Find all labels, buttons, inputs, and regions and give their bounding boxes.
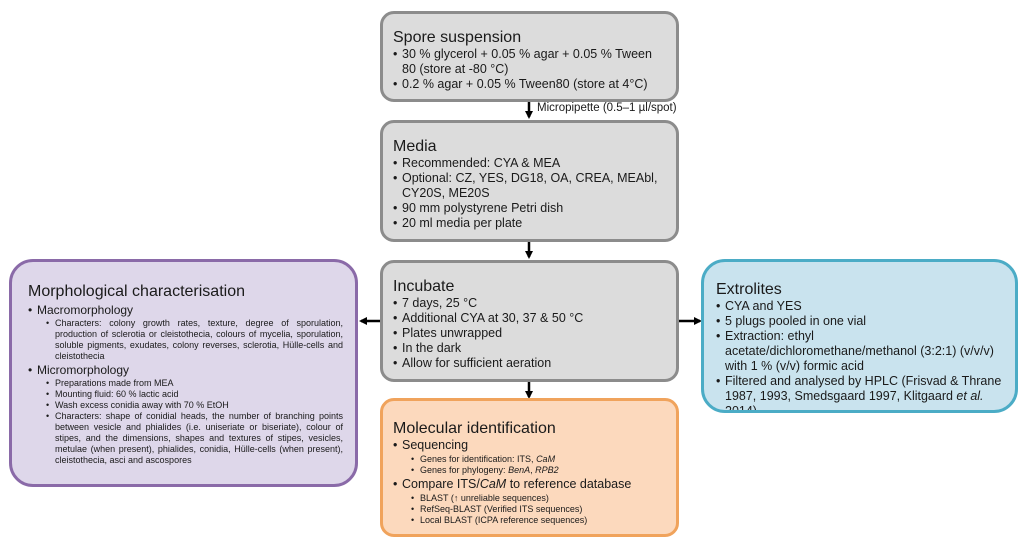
- list-item: Compare ITS/CaM to reference database BL…: [393, 477, 667, 526]
- micromorphology-label: Micromorphology: [37, 363, 130, 377]
- box-title: Spore suspension: [393, 29, 522, 46]
- extrolites-box: Extrolites CYA and YES5 plugs pooled in …: [701, 259, 1018, 413]
- list-item: Micromorphology Preparations made from M…: [28, 363, 343, 466]
- morph-list: Macromorphology Characters: colony growt…: [28, 303, 343, 466]
- box-title: Extrolites: [716, 281, 782, 298]
- sequencing-label: Sequencing: [402, 438, 469, 452]
- box-title: Molecular identification: [393, 420, 556, 437]
- list-item: Recommended: CYA & MEA: [393, 156, 667, 171]
- list-item: Additional CYA at 30, 37 & 50 °C: [393, 311, 667, 326]
- list-item: 5 plugs pooled in one vial: [716, 314, 1005, 329]
- box-title: Incubate: [393, 278, 455, 295]
- list-item: Genes for phylogeny: BenA, RPB2: [402, 465, 667, 476]
- micro-sublist: Preparations made from MEAMounting fluid…: [37, 378, 343, 466]
- list-item: 7 days, 25 °C: [393, 296, 667, 311]
- list-item: 90 mm polystyrene Petri dish: [393, 201, 667, 216]
- list-item: RefSeq-BLAST (Verified ITS sequences): [402, 504, 667, 515]
- list-item: Genes for identification: ITS, CaM: [402, 454, 667, 465]
- list-item: Characters: colony growth rates, texture…: [37, 318, 343, 362]
- list-item: Characters: shape of conidial heads, the…: [37, 411, 343, 466]
- list-item: Plates unwrapped: [393, 326, 667, 341]
- list-item: Wash excess conidia away with 70 % EtOH: [37, 400, 343, 411]
- list-item: Optional: CZ, YES, DG18, OA, CREA, MEAbl…: [393, 171, 667, 201]
- box-title: Media: [393, 138, 437, 155]
- macro-sublist: Characters: colony growth rates, texture…: [37, 318, 343, 362]
- list-item: 30 % glycerol + 0.05 % agar + 0.05 % Twe…: [393, 47, 667, 77]
- list-item: Allow for sufficient aeration: [393, 356, 667, 371]
- list-item: Macromorphology Characters: colony growt…: [28, 303, 343, 362]
- spore-suspension-box: Spore suspension 30 % glycerol + 0.05 % …: [380, 11, 679, 102]
- list-item: Extraction: ethyl acetate/dichloromethan…: [716, 329, 1005, 374]
- sequencing-sublist: Genes for identification: ITS, CaMGenes …: [402, 454, 667, 476]
- molecular-box: Molecular identification Sequencing Gene…: [380, 398, 679, 537]
- extrolites-list: CYA and YES5 plugs pooled in one vialExt…: [716, 299, 1005, 410]
- list-item: 0.2 % agar + 0.05 % Tween80 (store at 4°…: [393, 77, 667, 92]
- box-title: Morphological characterisation: [28, 283, 245, 300]
- incubate-list: 7 days, 25 °CAdditional CYA at 30, 37 & …: [393, 296, 667, 371]
- media-box: Media Recommended: CYA & MEAOptional: CZ…: [380, 120, 679, 242]
- list-item: Sequencing Genes for identification: ITS…: [393, 438, 667, 476]
- list-item: Preparations made from MEA: [37, 378, 343, 389]
- list-item: Mounting fluid: 60 % lactic acid: [37, 389, 343, 400]
- incubate-box: Incubate 7 days, 25 °CAdditional CYA at …: [380, 260, 679, 382]
- list-item: Filtered and analysed by HPLC (Frisvad &…: [716, 374, 1005, 410]
- molecular-list: Sequencing Genes for identification: ITS…: [393, 438, 667, 526]
- media-list: Recommended: CYA & MEAOptional: CZ, YES,…: [393, 156, 667, 231]
- list-item: Local BLAST (ICPA reference sequences): [402, 515, 667, 526]
- list-item: BLAST (↑ unreliable sequences): [402, 493, 667, 504]
- morphological-box: Morphological characterisation Macromorp…: [9, 259, 358, 487]
- arrow-label-micropipette: Micropipette (0.5–1 µl/spot): [537, 102, 677, 114]
- list-item: CYA and YES: [716, 299, 1005, 314]
- list-item: 20 ml media per plate: [393, 216, 667, 231]
- compare-sublist: BLAST (↑ unreliable sequences)RefSeq-BLA…: [402, 493, 667, 526]
- spore-list: 30 % glycerol + 0.05 % agar + 0.05 % Twe…: [393, 47, 667, 92]
- compare-label: Compare ITS/CaM to reference database: [402, 477, 632, 491]
- list-item: In the dark: [393, 341, 667, 356]
- macromorphology-label: Macromorphology: [37, 303, 134, 317]
